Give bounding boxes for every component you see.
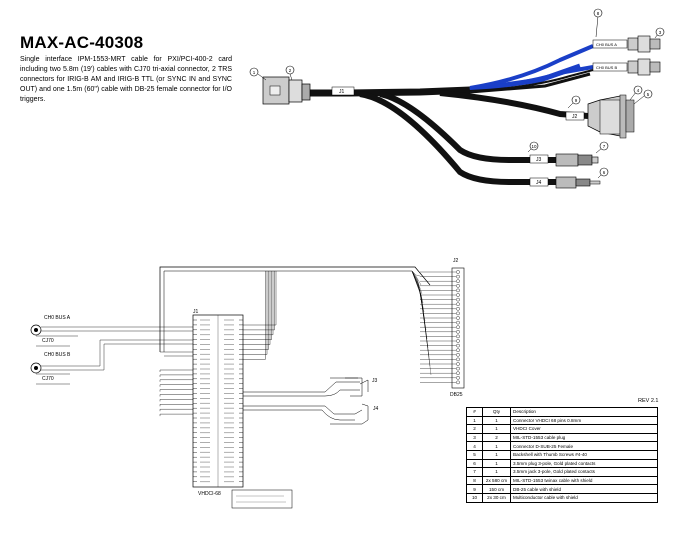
bom-quantity: 1 xyxy=(482,424,511,434)
bom-description: Connector D-SUB-25 Female xyxy=(510,441,658,451)
bom-quantity: 150 cm xyxy=(482,484,511,494)
bom-quantity: 2x 580 cm xyxy=(482,475,511,486)
svg-text:2: 2 xyxy=(289,68,292,73)
svg-text:6: 6 xyxy=(603,170,606,175)
bom-description: VHDCI Cover xyxy=(510,424,658,434)
bom-description: 3.5mm jack 3-pole, Gold plated contacts xyxy=(510,467,658,477)
svg-text:7: 7 xyxy=(603,144,606,149)
bom-description: Backshell with Thumb Screws #4-40 xyxy=(510,449,658,460)
bom-quantity: 1 xyxy=(482,467,511,477)
ch0-bus-a-label: CH0 BUS A xyxy=(44,315,71,321)
j2-cable-label: J2 xyxy=(572,114,578,120)
j1-schematic-label: J1 xyxy=(193,309,199,315)
j4-schematic-label: J4 xyxy=(373,406,379,412)
j1-cable-label: J1 xyxy=(339,89,345,95)
j3-trs-jack xyxy=(555,153,599,167)
ch0-bus-b-label: CH0 BUS B xyxy=(44,352,71,358)
bom-item-number: 3 xyxy=(466,432,483,443)
j2-label-box xyxy=(565,111,585,121)
j3-schematic-label: J3 xyxy=(372,378,378,384)
svg-text:4: 4 xyxy=(637,88,640,93)
bom-item-number: 10 xyxy=(466,492,483,503)
page-title: MAX-AC-40308 xyxy=(20,33,144,52)
callout-markers-top: 1 2 8 3 9 4 5 10 7 xyxy=(249,8,665,179)
svg-text:8: 8 xyxy=(597,11,600,16)
bom-item-number: 2 xyxy=(466,424,483,434)
cj70-connector-b: CH0 BUS B xyxy=(592,58,661,76)
svg-text:CH0 BUS B: CH0 BUS B xyxy=(596,65,617,70)
j2-db25-symbol xyxy=(411,267,465,389)
bom-quantity: 1 xyxy=(482,449,511,460)
j4-jack-symbol xyxy=(243,403,369,425)
bom-item-number: 7 xyxy=(466,467,483,477)
j2-db25-connector xyxy=(587,94,635,139)
j4-trs-plug xyxy=(555,176,601,189)
j3-label-box xyxy=(529,154,549,164)
bom-header-number: # xyxy=(466,407,483,417)
bom-item-number: 8 xyxy=(466,475,483,486)
j3-cable-label: J3 xyxy=(536,157,542,163)
main-cable xyxy=(305,44,594,185)
bundle-route-to-j2 xyxy=(159,266,431,352)
cj70-a-label: CJ70 xyxy=(42,338,54,344)
bom-quantity: 1 xyxy=(482,458,511,469)
cj70-connector-a: CH0 BUS A xyxy=(592,35,661,53)
svg-text:5: 5 xyxy=(647,92,650,97)
svg-text:1: 1 xyxy=(253,70,256,75)
bom-item-number: 9 xyxy=(466,484,483,494)
bom-quantity: 1 xyxy=(482,415,511,426)
j1-part-label: VHDCI-68 xyxy=(198,491,221,497)
revision-label: REV 2.1 xyxy=(638,398,659,404)
svg-text:3: 3 xyxy=(659,30,662,35)
bom-description: MIL-STD-1553 twinax cable with shield xyxy=(510,475,658,486)
bom-description: 3.5mm plug 3-pole, Gold plated contacts xyxy=(510,458,658,469)
left-signal-wires xyxy=(159,369,193,417)
j4-cable-label: J4 xyxy=(536,180,542,186)
cj70-bus-b-symbol xyxy=(30,339,156,385)
j1-note-box xyxy=(231,489,293,509)
bom-header-row: # Qty Description xyxy=(466,407,658,417)
cable-description: Single interface IPM-1553-MRT cable for … xyxy=(20,56,232,103)
bom-quantity: 1 xyxy=(482,441,511,451)
j3-jack-symbol xyxy=(243,377,369,397)
j2-part-label: DB25 xyxy=(450,392,463,398)
bom-description: Multiconductor cable with shield xyxy=(510,492,658,503)
bom-quantity: 2x 30 cm xyxy=(482,492,511,503)
right-signal-wires xyxy=(243,271,277,360)
bom-description: Connector VHDCI 68 pins 0.8mm xyxy=(510,415,658,426)
svg-text:10: 10 xyxy=(531,144,537,149)
j2-schematic-label: J2 xyxy=(453,258,459,264)
j4-label-box xyxy=(529,177,549,187)
svg-text:9: 9 xyxy=(575,98,578,103)
j1-vhdci-connector-symbol xyxy=(192,314,244,488)
j1-label-box xyxy=(331,86,355,96)
bom-item-number: 6 xyxy=(466,458,483,469)
bom-item-number: 5 xyxy=(466,449,483,460)
bom-item-number: 1 xyxy=(466,415,483,426)
svg-text:CH0 BUS A: CH0 BUS A xyxy=(596,42,617,47)
bus-wires-to-j1 xyxy=(155,326,193,357)
bom-header-qty: Qty xyxy=(482,407,511,417)
j1-connector xyxy=(262,76,311,105)
bom-quantity: 2 xyxy=(482,432,511,443)
bom-description: MIL-STD-1553 cable plug xyxy=(510,432,658,443)
bom-description: DB-25 cable with shield xyxy=(510,484,658,494)
cj70-bus-a-symbol xyxy=(30,324,155,347)
bom-item-number: 4 xyxy=(466,441,483,451)
bom-header-description: Description xyxy=(510,407,658,417)
cj70-b-label: CJ70 xyxy=(42,376,54,382)
